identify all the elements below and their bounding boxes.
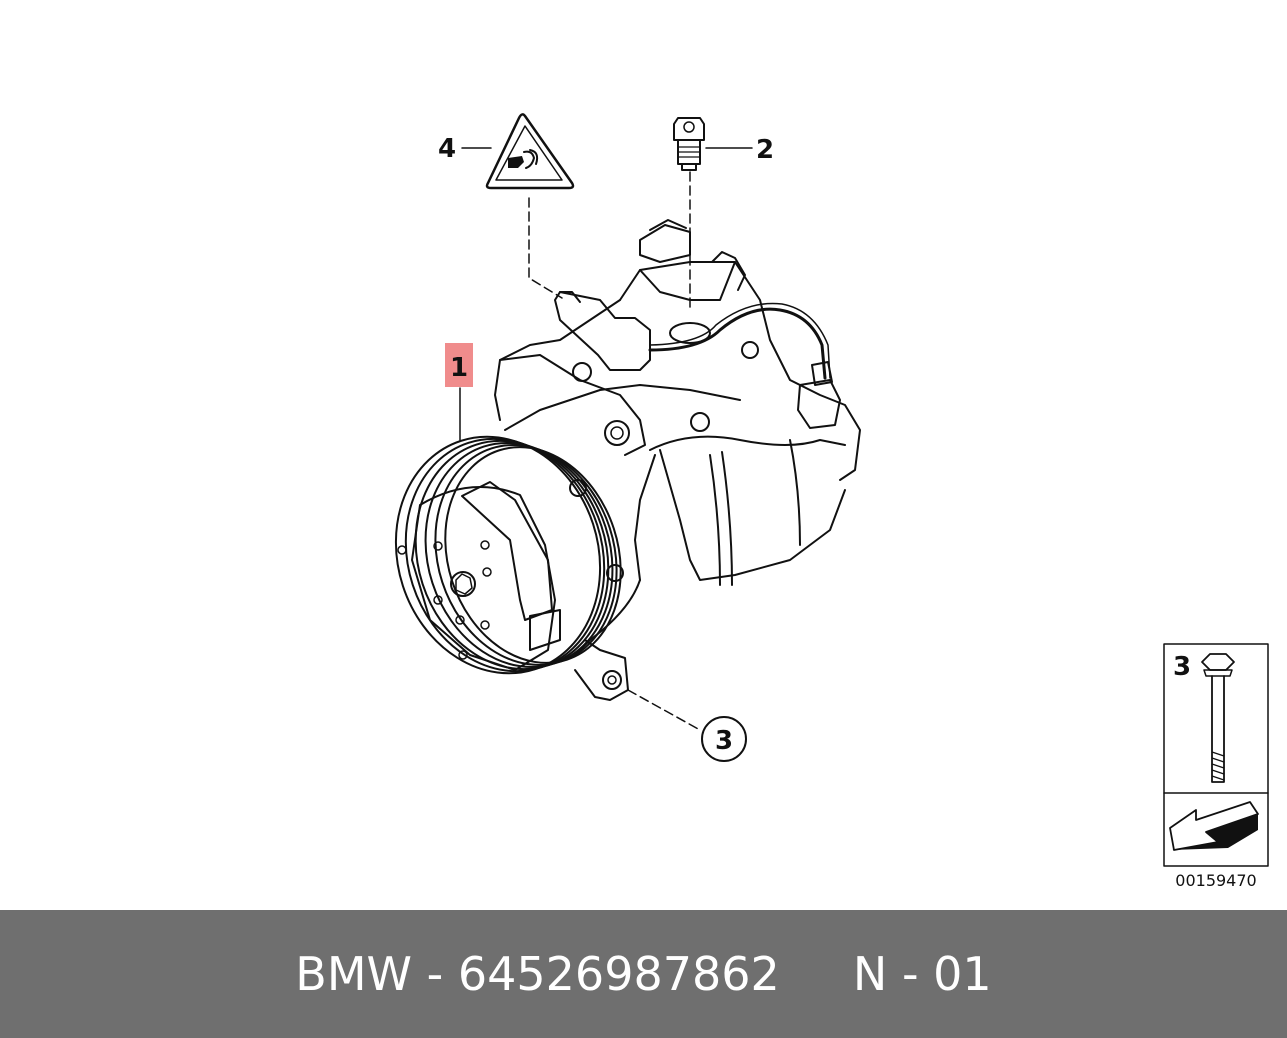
callout-3-label: 3 — [715, 726, 733, 756]
part-number-caption: BMW - 64526987862 N - 01 — [295, 947, 992, 1001]
direction-arrow-icon — [1169, 801, 1259, 851]
callout-1-highlight — [445, 343, 473, 387]
callout-3-circle — [701, 716, 747, 762]
pressure-fitting — [673, 117, 705, 171]
callout-2-label: 2 — [756, 135, 774, 165]
callout-1-label: 1 — [450, 353, 468, 383]
parts-diagram: 1 2 3 4 3 00159470 — [394, 113, 1269, 890]
inset-label: 3 — [1173, 652, 1191, 682]
refrigerant-warning-triangle-icon — [485, 113, 575, 190]
diagram-number: 00159470 — [1175, 871, 1256, 890]
pulley — [394, 435, 622, 675]
footer-bar: BMW - 64526987862 N - 01 — [0, 910, 1287, 1038]
bolt-icon — [1201, 653, 1235, 783]
inset-box — [1163, 643, 1269, 867]
clutch-plate — [397, 481, 561, 671]
callout-4-label: 4 — [438, 134, 456, 164]
